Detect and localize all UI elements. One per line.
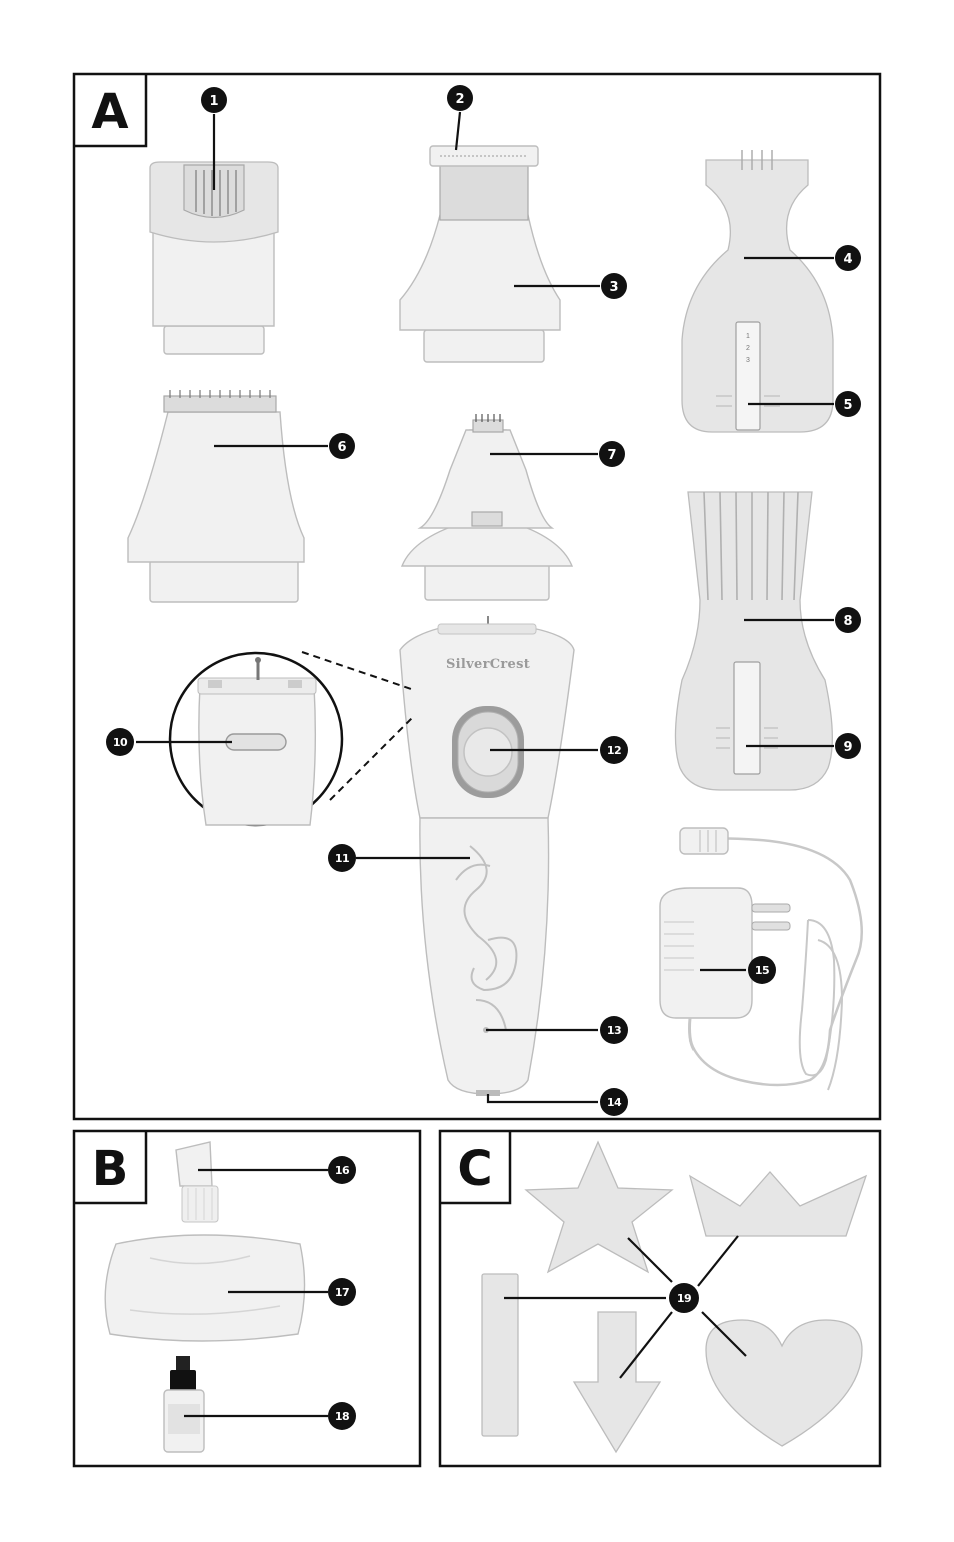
svg-text:8: 8 bbox=[843, 614, 852, 629]
epilator-head bbox=[149, 161, 279, 355]
callout-18: 18 bbox=[328, 1402, 356, 1430]
svg-text:17: 17 bbox=[335, 1286, 349, 1299]
panel-c: C bbox=[438, 1129, 882, 1468]
stencil-arrow bbox=[572, 1311, 662, 1454]
panel-b: B bbox=[72, 1129, 422, 1468]
svg-text:15: 15 bbox=[755, 964, 769, 977]
panel-b-letter: B bbox=[92, 1141, 129, 1197]
wide-trimmer-head bbox=[127, 390, 305, 603]
svg-text:5: 5 bbox=[843, 398, 852, 413]
svg-text:19: 19 bbox=[677, 1292, 691, 1305]
svg-text:4: 4 bbox=[843, 252, 852, 267]
svg-text:18: 18 bbox=[335, 1410, 349, 1423]
callout-19: 19 bbox=[669, 1283, 699, 1313]
release-button bbox=[225, 733, 287, 751]
callout-14: 14 bbox=[600, 1088, 628, 1116]
callout-17: 17 bbox=[328, 1278, 356, 1306]
callout-6: 6 bbox=[329, 433, 355, 459]
callout-5: 5 bbox=[835, 391, 861, 417]
callout-1: 1 bbox=[201, 87, 227, 113]
callout-13: 13 bbox=[600, 1016, 628, 1044]
panel-a: A bbox=[72, 72, 882, 1121]
comb-scale-2: 2 bbox=[746, 345, 750, 352]
callout-8: 8 bbox=[835, 607, 861, 633]
charging-socket bbox=[476, 1090, 500, 1096]
trimmer-comb: 1 2 3 bbox=[681, 150, 834, 433]
svg-text:16: 16 bbox=[335, 1164, 350, 1177]
callout-3: 3 bbox=[601, 273, 627, 299]
svg-text:7: 7 bbox=[607, 448, 616, 463]
callout-4: 4 bbox=[835, 245, 861, 271]
long-comb-attachment bbox=[674, 491, 833, 791]
callout-9: 9 bbox=[835, 733, 861, 759]
power-adapter bbox=[659, 827, 864, 1091]
panel-c-letter: C bbox=[457, 1141, 492, 1197]
callout-10: 10 bbox=[106, 728, 134, 756]
panel-a-letter: A bbox=[91, 84, 128, 140]
svg-text:9: 9 bbox=[843, 740, 852, 755]
shaver-head bbox=[399, 145, 561, 363]
zoom-inset bbox=[168, 651, 415, 827]
brand-logo: SilverCrest bbox=[446, 657, 530, 672]
stencil-heart bbox=[705, 1319, 863, 1447]
device-body: SilverCrest bbox=[399, 616, 575, 1096]
callout-11: 11 bbox=[328, 844, 356, 872]
cleaning-brush bbox=[175, 1141, 219, 1223]
precision-trimmer-head bbox=[400, 414, 574, 601]
callout-7: 7 bbox=[599, 441, 625, 467]
callout-12: 12 bbox=[600, 736, 628, 764]
oil-bottle bbox=[163, 1356, 205, 1453]
stencil-star bbox=[524, 1140, 674, 1274]
swirl-decoration bbox=[455, 845, 518, 1031]
comb-scale-1: 1 bbox=[746, 333, 750, 340]
leader-lines bbox=[136, 111, 834, 1418]
svg-text:3: 3 bbox=[609, 280, 618, 295]
svg-text:11: 11 bbox=[335, 852, 349, 865]
callout-16: 16 bbox=[328, 1156, 356, 1184]
callout-15: 15 bbox=[748, 956, 776, 984]
svg-text:14: 14 bbox=[607, 1096, 622, 1109]
storage-pouch bbox=[104, 1234, 306, 1342]
callouts: 1 2 3 4 5 6 7 8 9 10 11 12 13 14 15 16 1… bbox=[106, 85, 861, 1430]
svg-text:10: 10 bbox=[113, 736, 128, 749]
svg-text:12: 12 bbox=[607, 744, 621, 757]
stencil-crown bbox=[688, 1171, 868, 1237]
svg-text:1: 1 bbox=[209, 94, 218, 109]
comb-scale-3: 3 bbox=[746, 357, 750, 364]
svg-text:13: 13 bbox=[607, 1024, 621, 1037]
svg-text:2: 2 bbox=[455, 92, 464, 107]
stencil-bar bbox=[481, 1273, 519, 1437]
power-switch bbox=[463, 727, 513, 777]
svg-text:6: 6 bbox=[337, 440, 346, 455]
callout-2: 2 bbox=[447, 85, 473, 111]
